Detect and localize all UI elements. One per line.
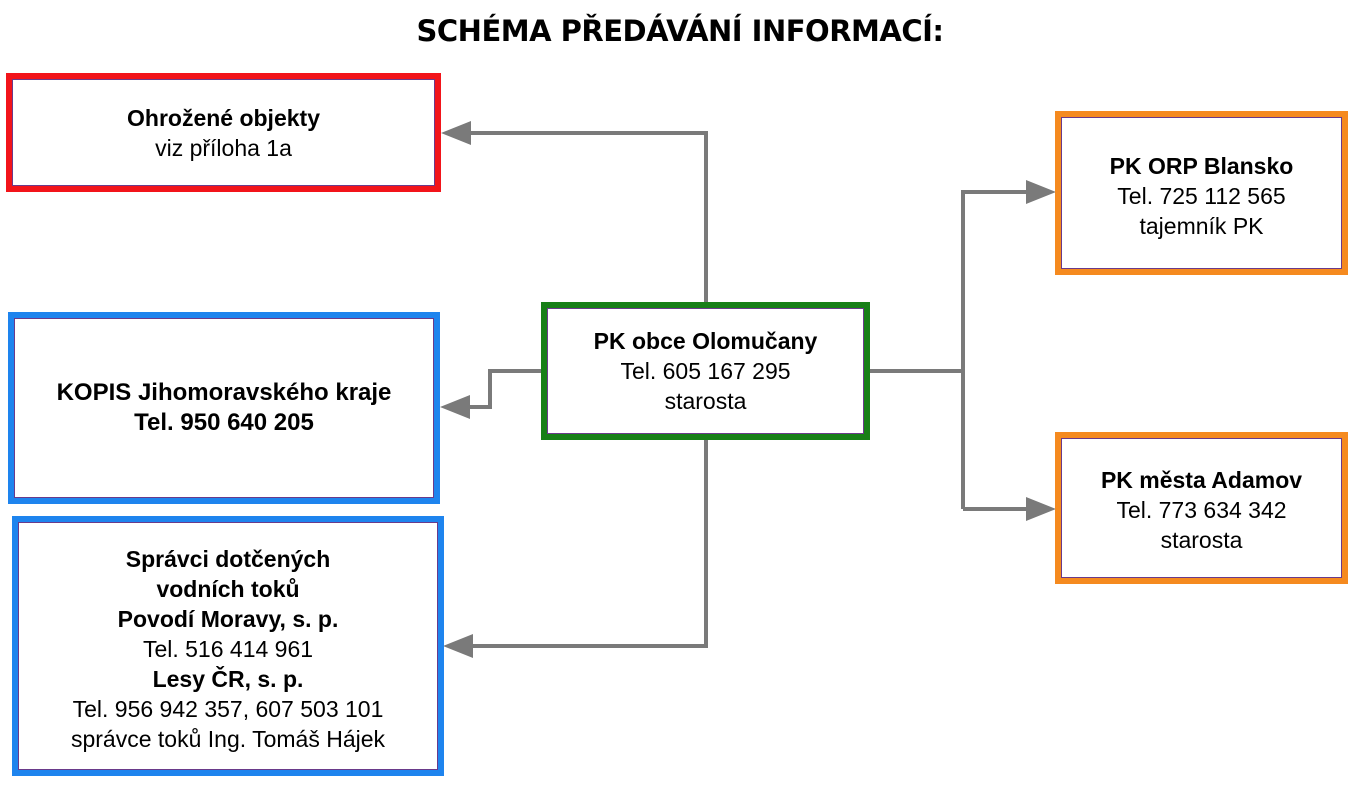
arrowhead-adamov	[1026, 497, 1056, 521]
kopis-name: KOPIS Jihomoravského kraje	[56, 379, 392, 406]
ohrozene-detail: viz příloha 1a	[155, 135, 292, 161]
blansko-role: tajemník PK	[1139, 213, 1264, 239]
arrowhead-kopis	[440, 395, 470, 419]
arrowhead-spravci	[443, 634, 473, 658]
box-pk-orp-blansko: PK ORP Blansko Tel. 725 112 565 tajemník…	[1055, 111, 1348, 275]
box-ohrozene-objekty: Ohrožené objekty viz příloha 1a	[6, 73, 441, 192]
ohrozene-name: Ohrožené objekty	[127, 105, 320, 131]
connector-to-spravci	[472, 440, 708, 648]
adamov-phone: Tel. 773 634 342	[1116, 497, 1287, 523]
connector-to-kopis	[470, 369, 541, 409]
arrowhead-blansko	[1026, 180, 1056, 204]
spravci-line1: Správci dotčených	[125, 546, 331, 572]
center-name: PK obce Olomučany	[593, 328, 818, 354]
spravci-org2-phone: Tel. 956 942 357, 607 503 101	[72, 696, 384, 722]
spravci-org2: Lesy ČR, s. p.	[152, 666, 304, 692]
kopis-phone: Tel. 950 640 205	[134, 409, 314, 436]
box-pk-obce: PK obce Olomučany Tel. 605 167 295 staro…	[541, 302, 870, 440]
connector-to-blansko	[961, 190, 1027, 509]
connector-to-ohrozene	[470, 131, 708, 302]
spravci-org2-contact: správce toků Ing. Tomáš Hájek	[70, 726, 386, 752]
blansko-name: PK ORP Blansko	[1109, 153, 1294, 179]
center-phone: Tel. 605 167 295	[620, 358, 791, 384]
box-spravci-toku: Správci dotčených vodních toků Povodí Mo…	[12, 516, 444, 776]
adamov-role: starosta	[1160, 527, 1243, 553]
center-role: starosta	[664, 388, 747, 414]
adamov-name: PK města Adamov	[1100, 467, 1303, 493]
blansko-phone: Tel. 725 112 565	[1117, 183, 1286, 209]
spravci-org1-phone: Tel. 516 414 961	[142, 636, 314, 662]
arrowhead-ohrozene	[441, 121, 471, 145]
box-kopis: KOPIS Jihomoravského kraje Tel. 950 640 …	[8, 312, 440, 504]
diagram-title: SCHÉMA PŘEDÁVÁNÍ INFORMACÍ:	[416, 14, 945, 48]
spravci-line2: vodních toků	[156, 576, 300, 602]
spravci-org1: Povodí Moravy, s. p.	[117, 606, 339, 632]
box-pk-mesta-adamov: PK města Adamov Tel. 773 634 342 starost…	[1055, 432, 1348, 584]
